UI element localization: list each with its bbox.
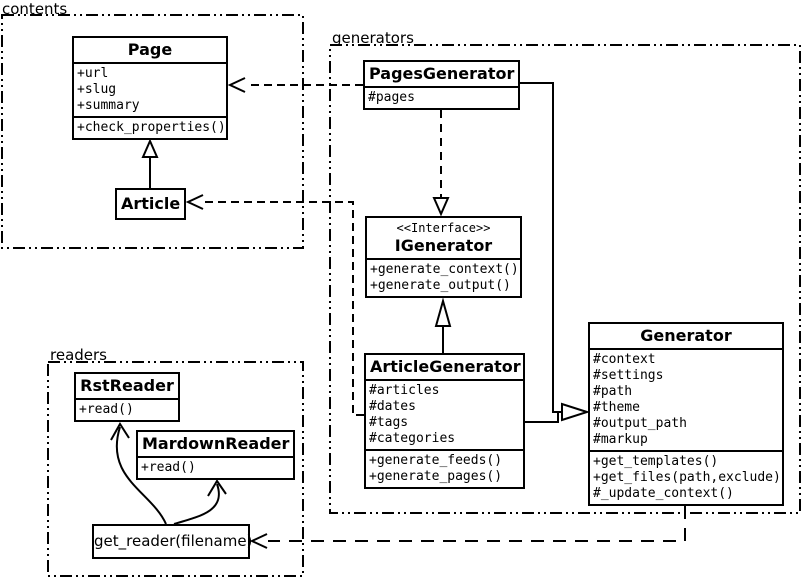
arrow-pagesgenerator-to-page (227, 77, 363, 93)
package-readers-border (47, 361, 304, 577)
class-pagesgenerator-attributes: #pages (365, 86, 518, 108)
class-rstreader-methods: +read() (76, 398, 178, 420)
arrow-article-to-page (141, 138, 159, 188)
method: +generate_output() (370, 278, 511, 293)
attribute: #theme (593, 400, 640, 415)
class-mardownreader: MardownReader +read() (136, 430, 295, 480)
method: #_update_context() (593, 486, 734, 501)
arrow-getreader-to-mardownreader (173, 479, 227, 525)
class-igenerator: <<Interface>> IGenerator +generate_conte… (365, 216, 522, 298)
package-contents-border (1, 14, 304, 249)
arrow-articlegenerator-to-article (185, 194, 364, 416)
arrow-pagesgenerator-to-generator (520, 82, 562, 413)
method: +get_files(path,exclude) (593, 470, 781, 485)
class-generator-name: Generator (640, 326, 732, 345)
class-articlegenerator-attributes: #articles #dates #tags #categories (366, 379, 523, 449)
class-articlegenerator: ArticleGenerator #articles #dates #tags … (364, 353, 525, 489)
arrow-articlegenerator-to-igenerator (434, 297, 452, 353)
attribute: #markup (593, 432, 648, 447)
method: +read() (79, 402, 134, 417)
package-label-readers: readers (50, 346, 107, 364)
package-generators-border (329, 44, 801, 514)
class-igenerator-name: IGenerator (394, 236, 493, 255)
arrow-articlegenerator-to-generator (525, 402, 591, 423)
class-igenerator-header: <<Interface>> IGenerator (367, 218, 520, 258)
class-article: Article (115, 188, 186, 220)
class-mardownreader-name: MardownReader (142, 434, 290, 453)
class-rstreader: RstReader +read() (74, 372, 180, 422)
attribute: #settings (593, 368, 664, 383)
package-label-generators: generators (332, 29, 414, 47)
class-rstreader-name: RstReader (80, 376, 174, 395)
package-label-contents: contents (2, 0, 68, 18)
attribute: #tags (369, 415, 409, 430)
attribute: +summary (77, 98, 140, 113)
class-igenerator-stereotype: <<Interface>> (396, 221, 491, 235)
method: +read() (141, 460, 196, 475)
arrow-pagesgenerator-to-igenerator (432, 110, 450, 217)
class-pagesgenerator: PagesGenerator #pages (363, 60, 520, 110)
method: +generate_context() (370, 262, 519, 277)
class-generator-methods: +get_templates() +get_files(path,exclude… (590, 450, 782, 504)
class-page: Page +url +slug +summary +check_properti… (72, 36, 228, 140)
method: +get_templates() (593, 454, 719, 469)
attribute: #articles (369, 383, 440, 398)
method: +check_properties() (77, 120, 226, 135)
attribute: #path (593, 384, 633, 399)
method: +generate_pages() (369, 469, 503, 484)
class-mardownreader-methods: +read() (138, 456, 293, 478)
class-generator: Generator #context #settings #path #them… (588, 322, 784, 506)
class-article-name: Article (121, 194, 181, 213)
arrow-getreader-to-rstreader (110, 422, 167, 525)
method: +generate_feeds() (369, 453, 503, 468)
class-articlegenerator-methods: +generate_feeds() +generate_pages() (366, 449, 523, 487)
class-pagesgenerator-name: PagesGenerator (369, 64, 515, 83)
attribute: +slug (77, 82, 117, 97)
class-articlegenerator-name: ArticleGenerator (370, 357, 521, 376)
attribute: #pages (368, 90, 415, 105)
class-page-methods: +check_properties() (74, 116, 226, 138)
arrow-generator-to-getreader (249, 506, 686, 549)
class-generator-attributes: #context #settings #path #theme #output_… (590, 348, 782, 450)
attribute: #dates (369, 399, 416, 414)
attribute: #output_path (593, 416, 687, 431)
attribute: #categories (369, 431, 456, 446)
attribute: +url (77, 66, 109, 81)
function-get-reader: get_reader(filename) (92, 524, 252, 559)
class-igenerator-methods: +generate_context() +generate_output() (367, 258, 520, 296)
attribute: #context (593, 352, 656, 367)
class-page-name: Page (127, 40, 173, 59)
class-page-attributes: +url +slug +summary (74, 62, 226, 116)
